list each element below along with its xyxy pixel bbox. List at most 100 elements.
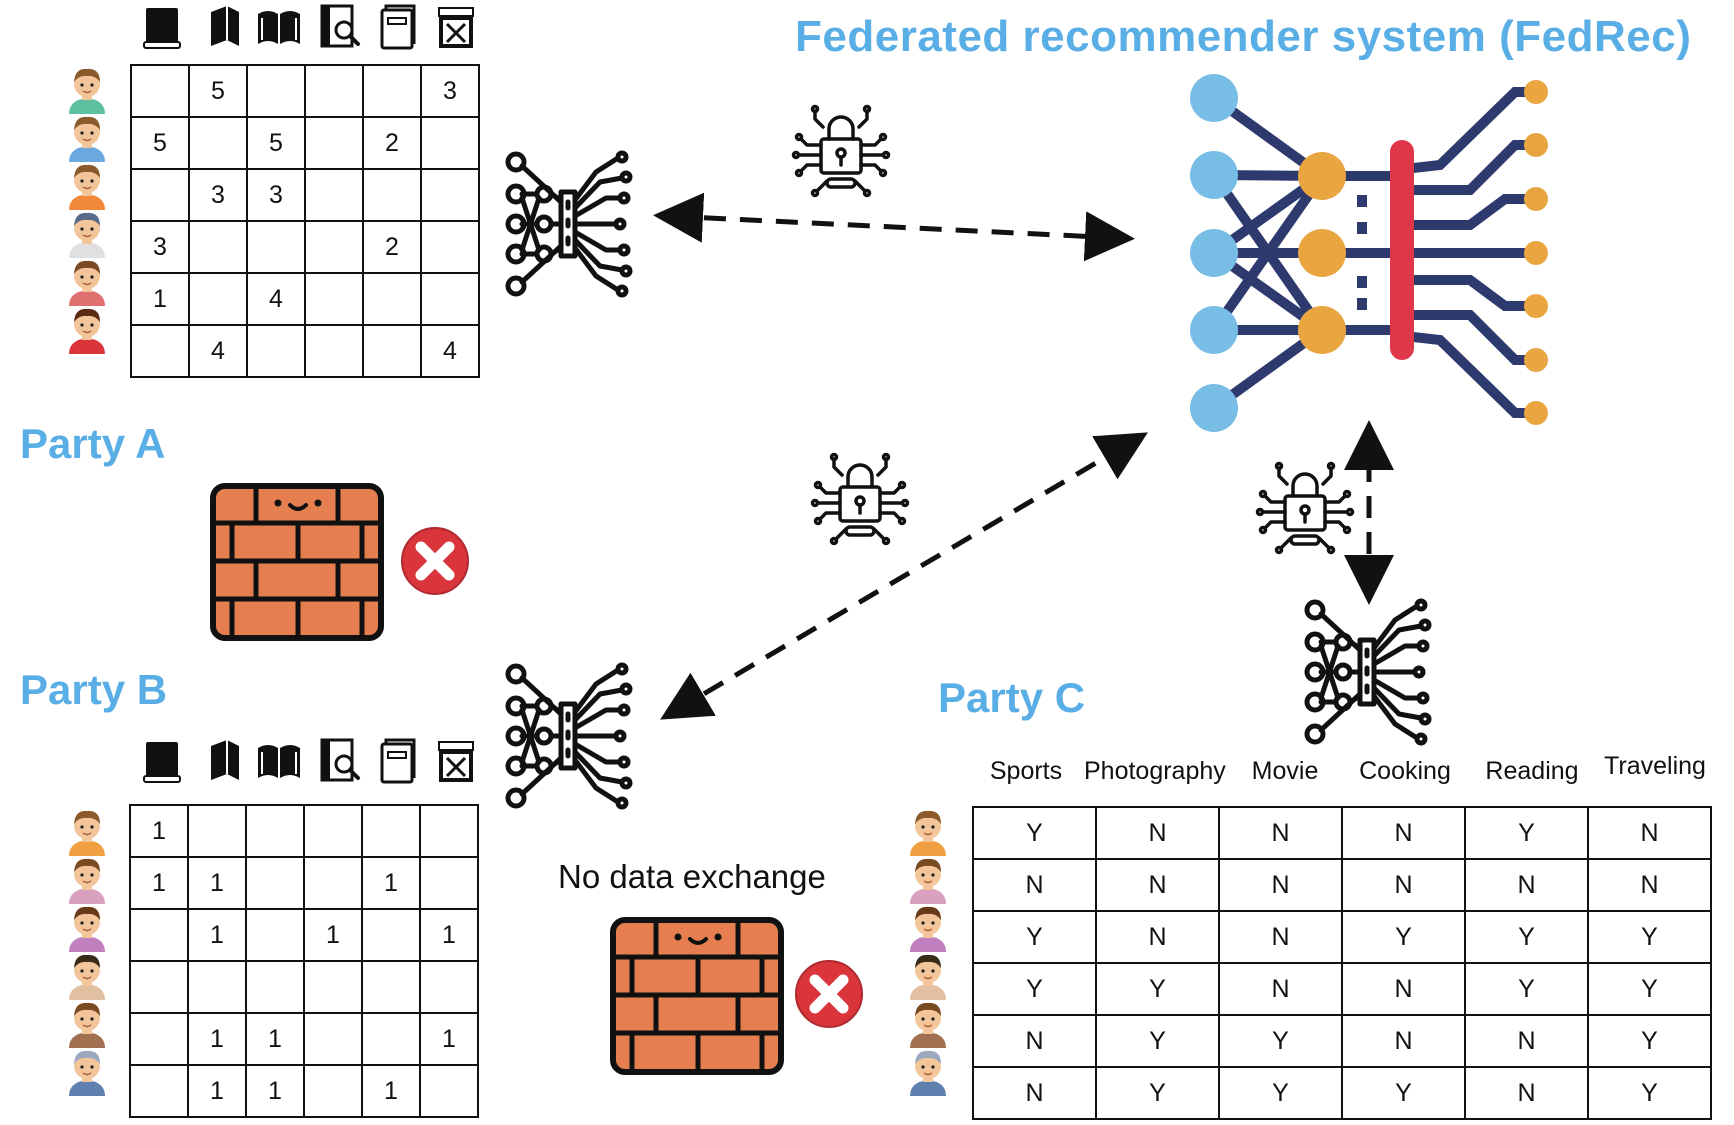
table-cell: 1 — [129, 856, 189, 910]
party-c-label: Party C — [938, 674, 1086, 721]
table-cell — [129, 908, 189, 962]
party-b-c-firewall-icon — [613, 920, 781, 1072]
table-cell: N — [972, 858, 1097, 912]
party-c-column-header: Movie — [1251, 757, 1319, 785]
table-cell: Y — [1218, 1066, 1343, 1120]
book-icon — [143, 741, 181, 783]
table-cell: N — [1095, 910, 1220, 964]
party-a-label: Party A — [20, 420, 166, 467]
table-cell — [304, 64, 364, 118]
user-avatar-icon — [69, 1002, 105, 1048]
table-cell — [419, 804, 479, 858]
table-cell: Y — [972, 806, 1097, 860]
party-b-model-icon — [508, 665, 630, 807]
table-cell: 1 — [361, 856, 421, 910]
party-c-column-header: Reading — [1485, 757, 1579, 785]
table-cell — [245, 804, 305, 858]
table-cell — [419, 856, 479, 910]
arrow-b-fedrec — [660, 432, 1148, 720]
table-cell: 1 — [187, 1064, 247, 1118]
table-cell — [188, 116, 248, 170]
table-cell: 1 — [130, 272, 190, 326]
open-book-side-icon — [210, 739, 240, 781]
party-c-column-header: Cooking — [1359, 757, 1451, 785]
user-avatar-icon — [69, 954, 105, 1000]
cookbook-icon — [437, 6, 475, 50]
table-cell: N — [1587, 806, 1712, 860]
no-data-exchange-label: No data exchange — [558, 858, 826, 895]
table-cell: Y — [1095, 962, 1220, 1016]
table-cell: N — [1218, 910, 1343, 964]
party-b-c-blocked-icon — [796, 961, 862, 1027]
table-cell — [188, 272, 248, 326]
table-cell: 5 — [246, 116, 306, 170]
table-cell — [187, 804, 247, 858]
notebook-icon — [380, 4, 416, 50]
table-cell — [362, 324, 422, 378]
table-cell — [130, 64, 190, 118]
table-cell: Y — [1464, 910, 1589, 964]
user-avatar-icon — [69, 68, 105, 114]
table-cell: N — [1341, 806, 1466, 860]
table-cell — [420, 220, 480, 274]
table-cell — [303, 960, 363, 1014]
table-cell — [361, 960, 421, 1014]
book-search-icon — [320, 4, 360, 48]
table-cell: Y — [1095, 1066, 1220, 1120]
party-c-column-header: Photography — [1084, 757, 1226, 785]
table-cell: 5 — [130, 116, 190, 170]
table-cell: 1 — [187, 908, 247, 962]
user-avatar-icon — [910, 1002, 946, 1048]
table-cell: N — [1095, 858, 1220, 912]
user-avatar-icon — [69, 906, 105, 952]
table-cell — [420, 272, 480, 326]
table-cell: 2 — [362, 220, 422, 274]
book-icon — [143, 7, 181, 49]
table-cell: Y — [1587, 910, 1712, 964]
table-cell: 4 — [246, 272, 306, 326]
table-cell: 3 — [420, 64, 480, 118]
table-cell — [130, 168, 190, 222]
table-cell — [420, 168, 480, 222]
table-cell: 1 — [245, 1064, 305, 1118]
table-cell: N — [1464, 1014, 1589, 1068]
user-avatar-icon — [69, 308, 105, 354]
table-cell — [129, 1064, 189, 1118]
secure-lock-circuit-icon — [810, 452, 910, 546]
table-cell — [303, 1064, 363, 1118]
table-cell: 3 — [130, 220, 190, 274]
table-cell: 1 — [187, 856, 247, 910]
table-cell — [304, 272, 364, 326]
table-cell: N — [1587, 858, 1712, 912]
table-cell — [361, 804, 421, 858]
party-c-column-header: Traveling — [1604, 752, 1706, 780]
table-cell — [187, 960, 247, 1014]
user-avatar-icon — [69, 116, 105, 162]
table-cell — [304, 116, 364, 170]
party-a-blocked-icon — [402, 528, 468, 594]
party-a-model-icon — [508, 153, 630, 295]
table-cell: 1 — [419, 908, 479, 962]
table-cell — [245, 908, 305, 962]
table-cell: 1 — [187, 1012, 247, 1066]
table-cell: 4 — [188, 324, 248, 378]
table-cell: N — [1218, 806, 1343, 860]
user-avatar-icon — [69, 260, 105, 306]
table-cell: Y — [1464, 806, 1589, 860]
table-cell: N — [1341, 962, 1466, 1016]
table-cell: Y — [972, 910, 1097, 964]
table-cell — [245, 856, 305, 910]
table-cell: 4 — [420, 324, 480, 378]
table-cell: 3 — [188, 168, 248, 222]
user-avatar-icon — [69, 858, 105, 904]
table-cell: 1 — [361, 1064, 421, 1118]
party-c-column-header: Sports — [989, 757, 1063, 785]
